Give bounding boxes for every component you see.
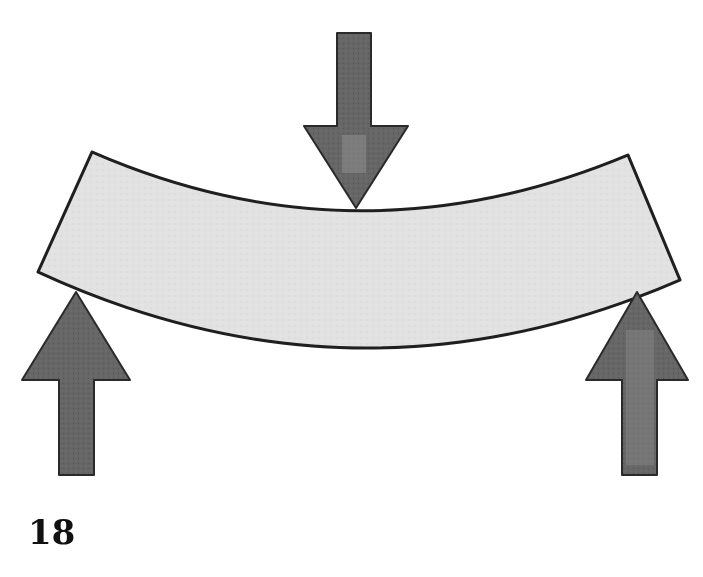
support-arrow-right-highlight	[626, 330, 654, 465]
load-arrow-down	[303, 32, 409, 209]
beam	[36, 150, 682, 350]
support-arrow-right	[585, 291, 689, 476]
load-arrow-highlight	[342, 135, 366, 173]
page-number: 18	[28, 513, 76, 553]
support-arrow-left	[21, 291, 131, 476]
